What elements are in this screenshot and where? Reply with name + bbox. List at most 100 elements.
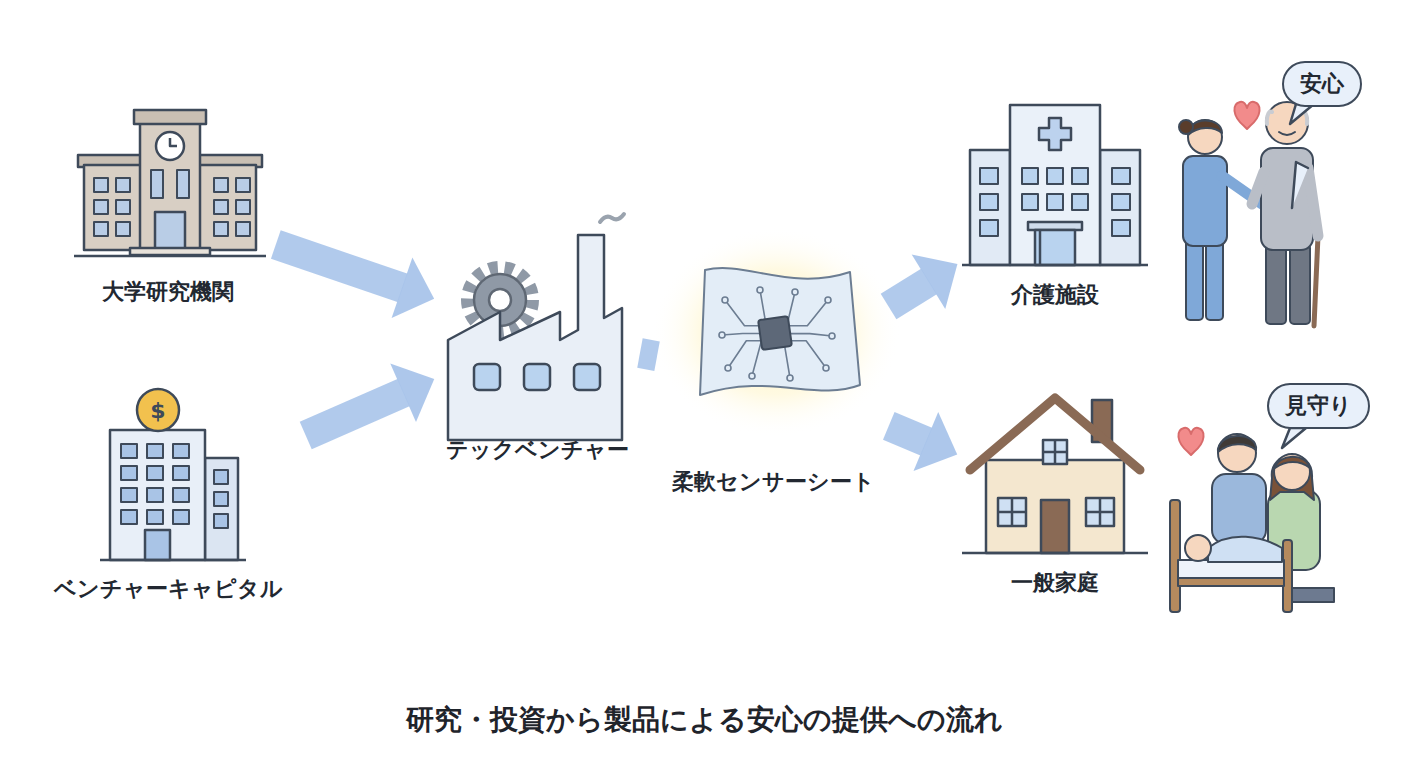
investor-building	[205, 458, 238, 560]
flow-arrow	[640, 353, 657, 356]
home-building	[1043, 440, 1067, 464]
window	[121, 444, 137, 458]
window	[147, 488, 163, 502]
family-and-baby	[1185, 535, 1211, 561]
family-and-baby	[1178, 578, 1284, 586]
arrow-band	[640, 353, 657, 356]
nurse-and-elder	[1290, 104, 1314, 124]
window	[236, 222, 250, 236]
care-facility-building	[1039, 230, 1042, 265]
trace-pad	[829, 333, 835, 339]
window	[116, 222, 130, 236]
home: 一般家庭	[960, 390, 1150, 601]
window	[1112, 168, 1130, 184]
sensor-sheet	[651, 227, 901, 437]
window	[173, 510, 189, 524]
currency-symbol: $	[150, 398, 165, 423]
trace-pad	[787, 375, 793, 381]
window	[94, 200, 108, 214]
node-label: 大学研究機関	[102, 278, 234, 306]
nurse-and-elder	[1234, 102, 1259, 129]
window	[173, 466, 189, 480]
window	[147, 444, 163, 458]
care-facility-building	[1100, 150, 1140, 265]
window	[1047, 168, 1063, 184]
nurse-and-elder	[1183, 156, 1227, 246]
factory-icon	[600, 214, 624, 222]
window	[214, 200, 228, 214]
home-building	[1043, 440, 1067, 464]
university-building	[74, 255, 266, 258]
factory-icon	[448, 235, 622, 440]
window	[214, 222, 228, 236]
window	[214, 178, 228, 192]
nurse-and-elder	[1279, 132, 1295, 135]
node-label: 介護施設	[1011, 281, 1099, 309]
trace-pad	[792, 289, 798, 295]
trace-pad	[823, 365, 829, 371]
sensor-sheet	[651, 227, 901, 437]
window	[214, 514, 228, 528]
family-and-baby	[1170, 428, 1334, 612]
circuit-trace	[722, 333, 763, 335]
flow-arrow	[889, 255, 958, 310]
window	[1072, 168, 1088, 184]
window	[236, 200, 250, 214]
window	[116, 178, 130, 192]
university-building	[155, 212, 185, 250]
window	[214, 470, 228, 484]
window	[121, 488, 137, 502]
sensor-sheet	[758, 316, 792, 350]
window	[121, 466, 137, 480]
caption-text: 研究・投資から製品による安心の提供への流れ	[0, 700, 1408, 740]
window	[151, 170, 163, 198]
node-label: テックベンチャー	[446, 436, 629, 464]
university-building	[140, 122, 200, 250]
node-label: 柔軟センサーシート	[672, 468, 875, 496]
investor-building	[137, 389, 179, 431]
research-institution: 大学研究機関	[63, 105, 273, 310]
node-label: 安心	[1300, 70, 1344, 98]
family-and-baby	[1212, 474, 1266, 544]
nurse-and-elder	[1290, 244, 1310, 324]
circuit-trace	[788, 334, 832, 336]
nurse-and-elder	[1179, 102, 1318, 326]
arrow-band	[276, 244, 403, 288]
trace-pad	[757, 287, 763, 293]
factory-icon	[448, 214, 624, 440]
window	[147, 510, 163, 524]
family-and-baby	[1218, 434, 1256, 472]
arrow-head	[392, 257, 435, 318]
family-and-baby	[1178, 428, 1203, 455]
investor-building	[145, 530, 170, 560]
care-facility-building	[1010, 105, 1100, 265]
window	[214, 492, 228, 506]
nurse-and-elder	[1186, 240, 1203, 320]
trace-pad	[719, 332, 725, 338]
arrow-band	[306, 392, 404, 435]
home-building	[998, 498, 1026, 526]
investor: ベンチャーキャピタル	[33, 385, 303, 607]
investor-building	[100, 389, 246, 560]
arrow-band	[889, 426, 927, 442]
university-building	[134, 110, 206, 124]
family-and-baby	[1275, 457, 1310, 468]
family-and-baby	[1208, 537, 1282, 562]
home-building	[1086, 498, 1114, 526]
window	[1047, 194, 1063, 210]
family-and-baby	[1170, 500, 1180, 612]
home-building	[962, 398, 1148, 553]
nurse-and-elder	[1308, 168, 1318, 236]
arrow-head	[914, 412, 958, 471]
university-building	[170, 138, 177, 146]
window	[147, 466, 163, 480]
caption-box: 研究・投資から製品による安心の提供への流れ	[0, 700, 1408, 740]
speech-bubble: 見守り	[1267, 383, 1370, 429]
nurse-and-elder	[1206, 240, 1223, 320]
window	[116, 200, 130, 214]
window	[1022, 168, 1038, 184]
nurse-and-elder	[1252, 172, 1264, 204]
